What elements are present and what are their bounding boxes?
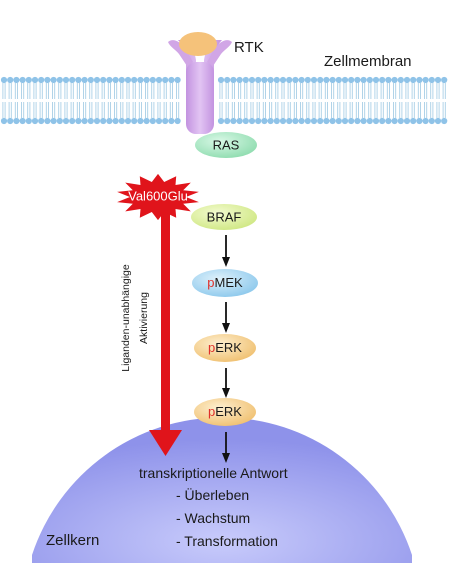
val600glu-mutation-burst: Val600Glu [117, 173, 199, 221]
braf-label: BRAF [207, 209, 242, 224]
erk2-name: ERK [215, 404, 242, 419]
rtk-label: RTK [234, 39, 264, 56]
side-label-line2: Aktivierung [138, 292, 150, 344]
mek-label: pMEK [207, 275, 243, 290]
mutation-label: Val600Glu [128, 188, 188, 203]
side-label: Liganden-unabhängige Aktivierung [120, 264, 150, 372]
erk1-label: pERK [208, 340, 242, 355]
response-item-growth: - Wachstum [176, 510, 250, 526]
mek-phospho-prefix: p [207, 275, 214, 290]
ligand-independent-activation-arrow [149, 200, 182, 456]
erk1-name: ERK [215, 340, 242, 355]
erk2-phospho-prefix: p [208, 404, 215, 419]
ras-label: RAS [213, 137, 240, 152]
nucleus-label: Zellkern [46, 532, 99, 549]
braf-node: BRAF [191, 204, 257, 230]
erk1-phospho-prefix: p [208, 340, 215, 355]
erk-node-nucleus: pERK [194, 398, 256, 426]
nucleus-shape [32, 417, 412, 563]
response-item-transformation: - Transformation [176, 533, 278, 549]
ligand [179, 32, 217, 56]
mek-name: MEK [215, 275, 244, 290]
ras-node: RAS [195, 132, 257, 158]
rtk-receptor [168, 40, 232, 134]
mek-node: pMEK [192, 269, 258, 297]
erk-node-cytoplasm: pERK [194, 334, 256, 362]
cell-membrane [0, 76, 448, 125]
membrane-label: Zellmembran [324, 53, 412, 70]
response-item-survival: - Überleben [176, 486, 249, 503]
side-label-line1: Liganden-unabhängige [120, 264, 132, 372]
erk2-label: pERK [208, 404, 242, 419]
response-title: transkriptionelle Antwort [139, 465, 288, 481]
